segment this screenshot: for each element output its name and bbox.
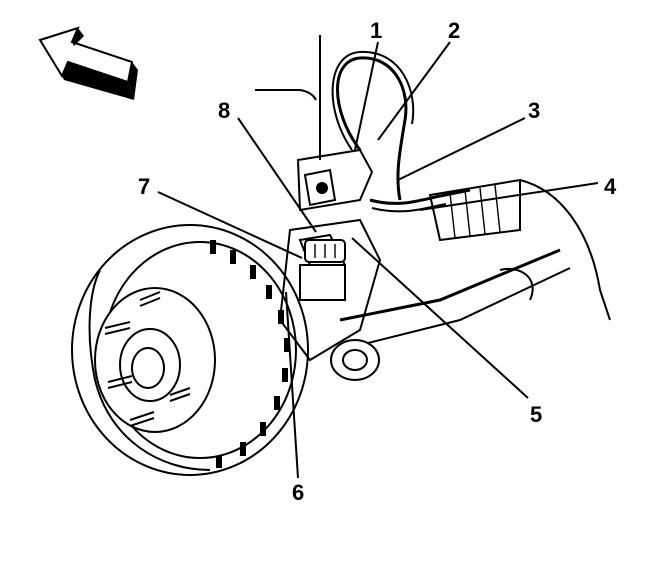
callout-labels: 1 2 3 4 5 6 7 8 [138,18,617,505]
callout-6: 6 [292,480,304,505]
steering-knuckle [278,168,382,362]
callout-4: 4 [604,174,617,199]
callout-7: 7 [138,174,150,199]
upper-frame [255,35,374,212]
front-direction-arrow-icon [38,26,138,100]
lower-control-arm [330,248,571,381]
callout-3: 3 [528,98,540,123]
callout-5: 5 [530,402,542,427]
brake-pipe [369,188,471,213]
leader-lines [157,41,599,479]
callout-1: 1 [370,18,382,43]
wheel-studs [104,291,191,427]
callout-8: 8 [218,98,230,123]
brake-hose [331,50,415,201]
wheel-speed-sensor-connector [304,239,346,263]
wheel-hub [94,287,216,433]
callout-2: 2 [448,18,460,43]
splash-shield [88,269,211,471]
cv-boot [428,178,611,321]
